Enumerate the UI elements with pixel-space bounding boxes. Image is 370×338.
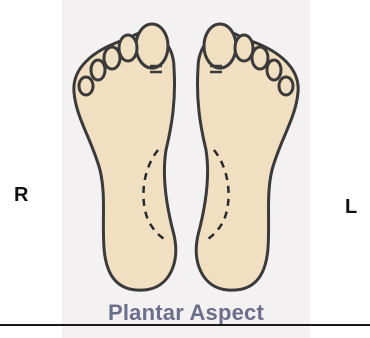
left-foot — [196, 24, 298, 290]
right-toe-5 — [79, 77, 93, 95]
left-big-toe — [204, 24, 236, 68]
divider-line — [0, 324, 370, 326]
left-foot-sole — [196, 32, 298, 290]
figure-caption: Plantar Aspect — [62, 300, 310, 326]
left-toe-4 — [267, 60, 281, 80]
left-side-label: L — [345, 196, 357, 219]
left-toe-2 — [235, 35, 253, 61]
right-side-label: R — [14, 184, 28, 207]
plantar-feet-illustration — [62, 0, 310, 300]
right-foot-sole — [74, 32, 176, 290]
right-toe-3 — [104, 47, 120, 69]
left-toe-5 — [279, 77, 293, 95]
right-toe-2 — [119, 35, 137, 61]
right-foot — [74, 24, 176, 290]
right-toe-4 — [91, 60, 105, 80]
left-toe-3 — [252, 47, 268, 69]
right-big-toe — [136, 24, 168, 68]
